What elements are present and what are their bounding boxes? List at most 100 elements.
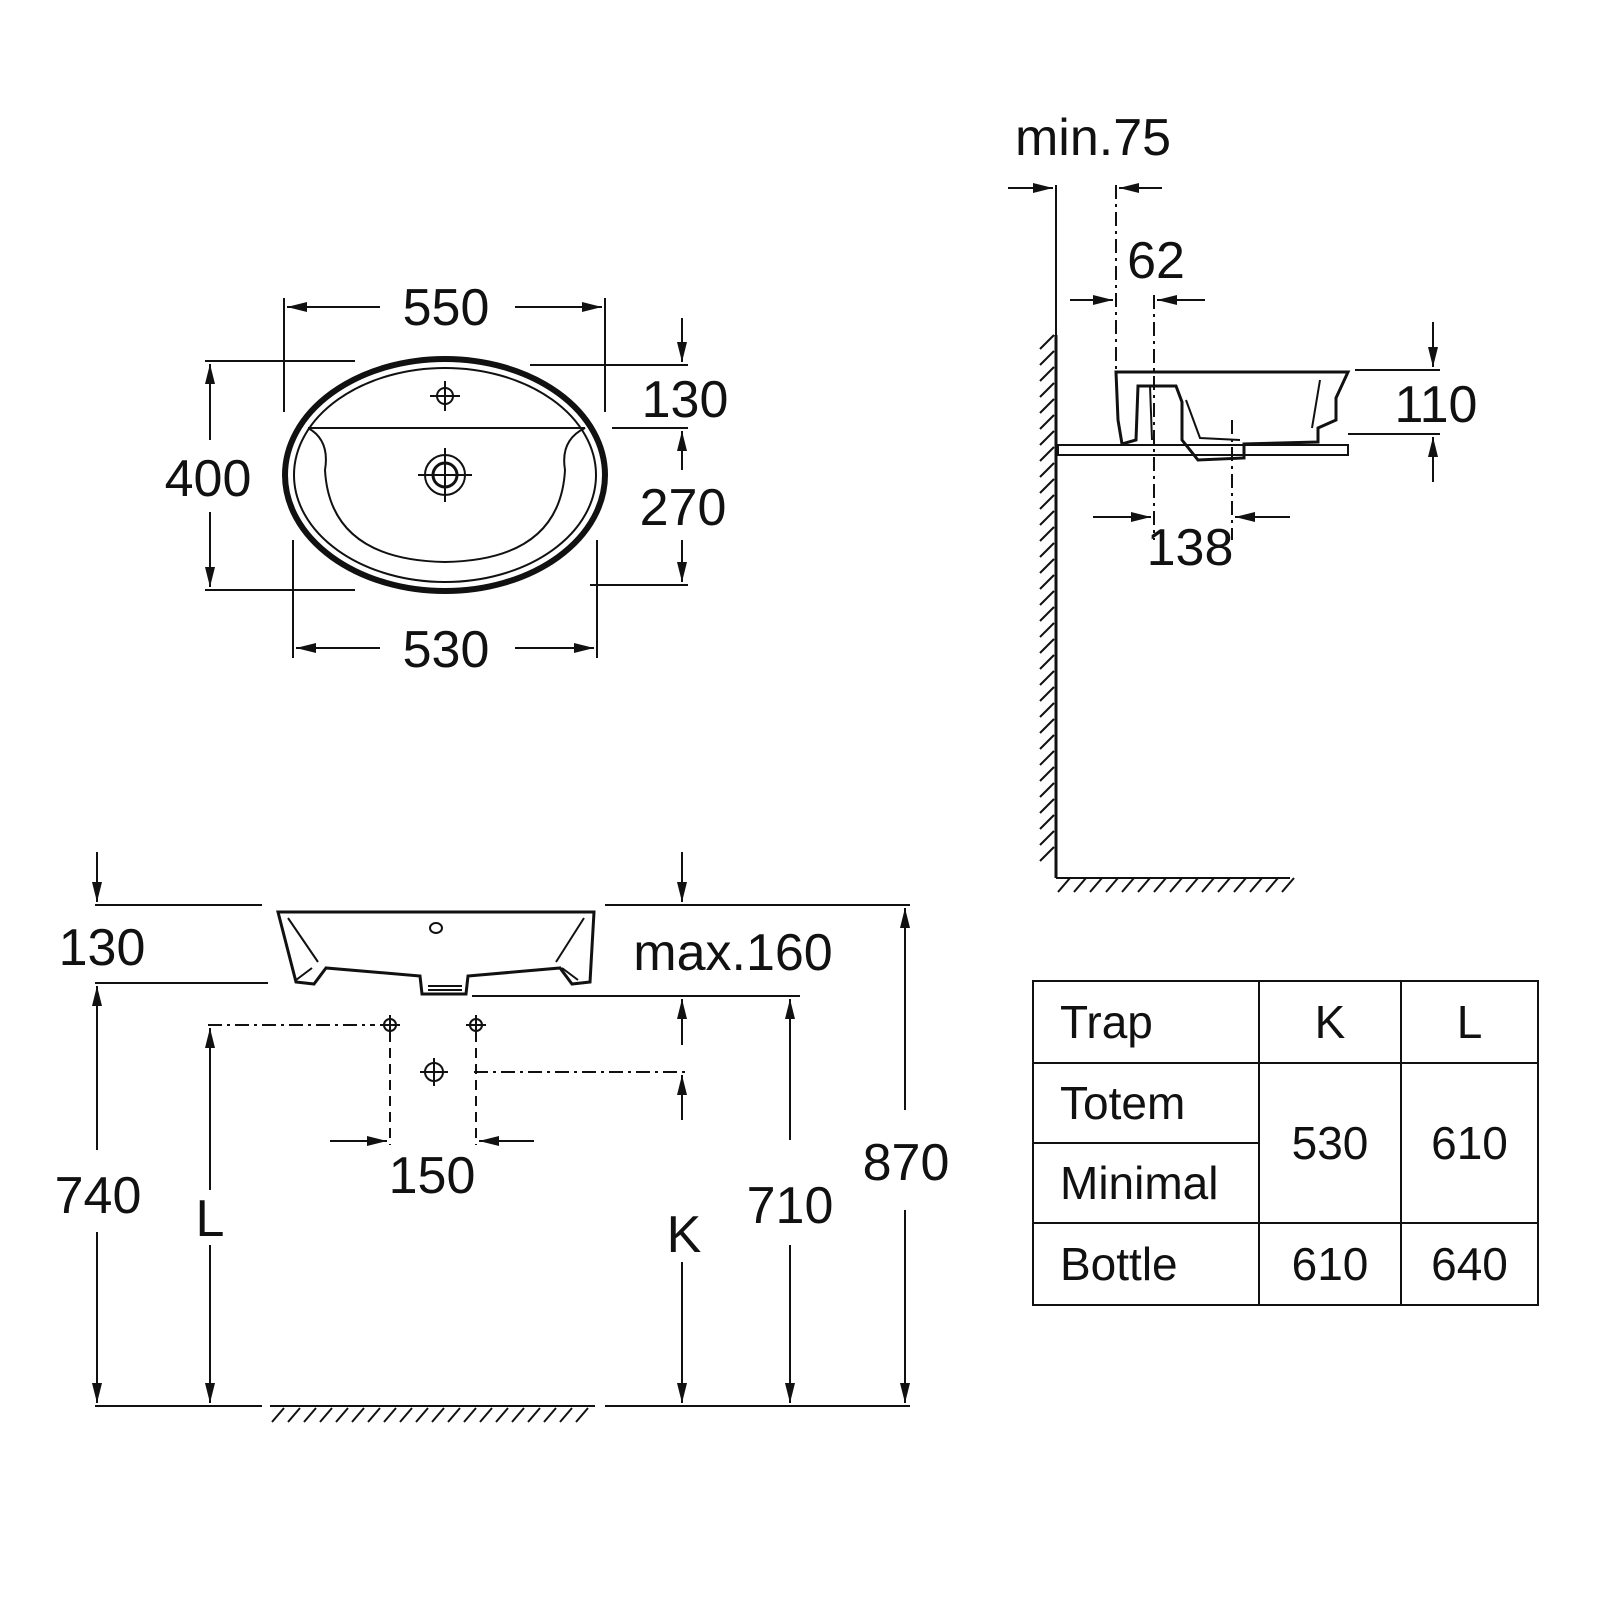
hatch-line <box>527 1407 541 1423</box>
hatch-line <box>1039 830 1055 846</box>
hatch-line <box>1039 494 1055 510</box>
hatch-line <box>1039 574 1055 590</box>
hatch-line <box>1105 877 1119 893</box>
hatch-line <box>1039 526 1055 542</box>
table-header-row: Trap K L <box>1032 980 1539 1064</box>
hatch-line <box>1039 542 1055 558</box>
overflow-hole-icon <box>429 922 443 934</box>
waste-right-icon <box>466 1015 486 1035</box>
hatch-line <box>1057 877 1071 893</box>
hatch-line <box>1039 334 1055 350</box>
hatch-line <box>1281 877 1295 893</box>
row-k: 530 <box>1258 1062 1402 1224</box>
tap-hole-icon <box>430 381 460 411</box>
waste-left-icon <box>380 1015 400 1035</box>
hatch-line <box>1039 686 1055 702</box>
basin-outer-rim <box>282 356 608 594</box>
hatch-line <box>1039 734 1055 750</box>
hatch-line <box>1039 814 1055 830</box>
hatch-line <box>575 1407 589 1423</box>
hatch-line <box>1039 622 1055 638</box>
hatch-line <box>463 1407 477 1423</box>
dim-floor-to-rim-min: 740 <box>55 1167 142 1225</box>
header-l: L <box>1400 980 1539 1064</box>
hatch-line <box>1169 877 1183 893</box>
top-view: 550 530 400 130 270 <box>165 279 729 679</box>
row-l: 610 <box>1400 1062 1539 1224</box>
dim-tap-deck-depth: 130 <box>642 371 729 429</box>
floor-hatching-front <box>271 1407 589 1423</box>
side-view: min.75 62 110 138 <box>1008 109 1478 893</box>
row-k: 610 <box>1258 1222 1402 1306</box>
drain-icon <box>418 448 472 502</box>
hatch-line <box>319 1407 333 1423</box>
dim-trap-l: L <box>196 1190 225 1248</box>
dim-floor-to-rim-max: 870 <box>863 1134 950 1192</box>
hatch-line <box>1039 366 1055 382</box>
hatch-line <box>1039 398 1055 414</box>
hatch-line <box>1039 414 1055 430</box>
trap-table: Trap K L Totem 530 610 Minimal Bottle 61… <box>1032 980 1539 1306</box>
hatch-line <box>1089 877 1103 893</box>
hatch-line <box>1039 350 1055 366</box>
hatch-line <box>1249 877 1263 893</box>
table-row: Minimal <box>1032 1142 1538 1224</box>
dim-basin-height: 130 <box>59 919 146 977</box>
basin-elevation <box>276 910 596 996</box>
table-row: Totem 530 610 <box>1032 1062 1539 1224</box>
hatch-line <box>1265 877 1279 893</box>
table-row: Bottle 610 640 <box>1032 1222 1539 1306</box>
header-k: K <box>1258 980 1402 1064</box>
hatch-line <box>1217 877 1231 893</box>
hatch-line <box>271 1407 285 1423</box>
hatch-line <box>1039 702 1055 718</box>
bowl-outline <box>307 427 586 564</box>
hatch-line <box>1039 510 1055 526</box>
hatch-line <box>1201 877 1215 893</box>
hatch-line <box>479 1407 493 1423</box>
hatch-line <box>1137 877 1151 893</box>
hatch-line <box>351 1407 365 1423</box>
hatch-line <box>1039 558 1055 574</box>
hatch-line <box>1039 718 1055 734</box>
hatch-line <box>1039 478 1055 494</box>
hatch-line <box>1039 446 1055 462</box>
hatch-line <box>1039 462 1055 478</box>
hatch-line <box>335 1407 349 1423</box>
hatch-line <box>1039 382 1055 398</box>
dim-rim-offset: 62 <box>1127 232 1185 290</box>
hatch-line <box>495 1407 509 1423</box>
hatch-line <box>1153 877 1167 893</box>
basin-inner-rim <box>293 367 597 583</box>
hatch-line <box>1039 606 1055 622</box>
row-name: Bottle <box>1032 1222 1260 1306</box>
front-view: 130 max.160 740 L 150 K 710 870 <box>55 852 950 1423</box>
trap-outlet-icon <box>420 1058 448 1086</box>
hatch-line <box>287 1407 301 1423</box>
dim-max-height: max.160 <box>633 924 832 982</box>
hatch-line <box>511 1407 525 1423</box>
hatch-line <box>1039 750 1055 766</box>
hatch-line <box>1039 766 1055 782</box>
hatch-line <box>559 1407 573 1423</box>
basin-profile <box>1114 370 1351 462</box>
hatch-line <box>1039 782 1055 798</box>
hatch-line <box>1039 798 1055 814</box>
hatch-line <box>1039 846 1055 862</box>
dim-side-height: 110 <box>1395 376 1478 434</box>
wall-hatching <box>1039 334 1055 862</box>
hatch-line <box>1039 670 1055 686</box>
hatch-line <box>383 1407 397 1423</box>
header-trap: Trap <box>1032 980 1260 1064</box>
hatch-line <box>1233 877 1247 893</box>
dim-waste-spacing: 150 <box>389 1147 476 1205</box>
hatch-line <box>1073 877 1087 893</box>
dim-rim-width: 530 <box>403 621 490 679</box>
dim-waste-offset: 138 <box>1147 519 1234 577</box>
floor-hatching-side <box>1057 877 1295 893</box>
dim-floor-to-waste: 710 <box>747 1177 834 1235</box>
dim-overall-depth: 400 <box>165 450 252 508</box>
dim-wall-clearance: min.75 <box>1015 109 1171 167</box>
hatch-line <box>1039 430 1055 446</box>
